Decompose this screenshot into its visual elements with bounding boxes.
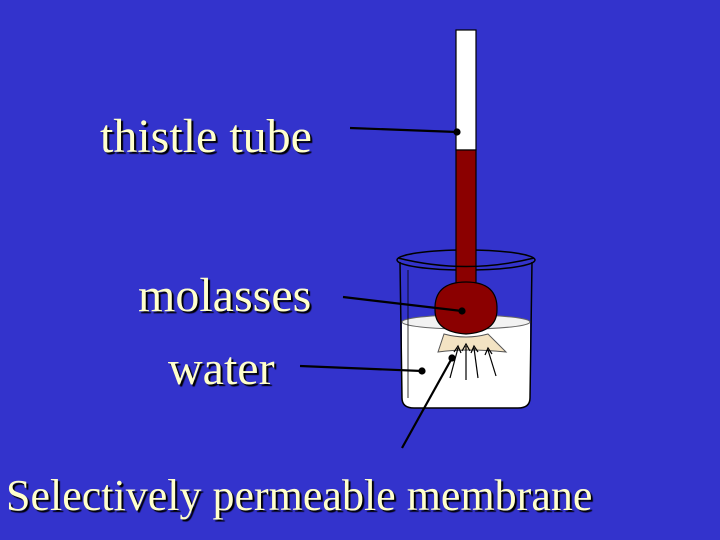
tube-stem-molasses xyxy=(455,149,477,291)
beaker-walls xyxy=(399,261,533,409)
water-flow-arrows xyxy=(449,342,497,380)
membrane-shape xyxy=(437,333,508,353)
label-thistle-tube: thistle tube xyxy=(100,110,312,163)
beaker-rim-front xyxy=(397,257,535,268)
thistle-bulb xyxy=(434,281,498,335)
label-membrane: Selectively permeable membrane xyxy=(6,471,593,520)
label-water: water xyxy=(168,342,275,395)
pointer-lines xyxy=(299,126,466,449)
label-molasses: molasses xyxy=(138,269,312,322)
